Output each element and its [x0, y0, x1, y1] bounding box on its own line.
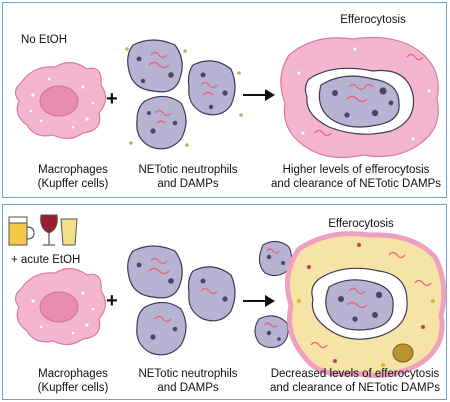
arrow-right-icon: [243, 295, 275, 307]
netotic-neutrophils: [127, 245, 236, 356]
result-label-2: and clearance of NETotic DAMPs: [269, 382, 441, 394]
efferocytosis-cell: [280, 36, 439, 159]
macrophage-cell: [14, 267, 107, 346]
macrophage-label-1: Macrophages: [38, 368, 108, 380]
macrophage-label-2: (Kupffer cells): [37, 178, 109, 190]
condition-label: No EtOH: [21, 34, 68, 46]
neutrophil-label-1: NETotic neutrophils: [138, 368, 238, 380]
result-title: Efferocytosis: [340, 14, 406, 26]
unengulfed-neutrophils: [254, 240, 293, 349]
macrophage-label-2: (Kupffer cells): [37, 382, 109, 394]
neutrophil-label-2: and DAMPs: [157, 382, 219, 394]
condition-label: + acute EtOH: [11, 254, 81, 266]
result-title: Efferocytosis: [328, 218, 394, 230]
netotic-neutrophils: [125, 39, 243, 150]
result-label-2: and clearance of NETotic DAMPs: [271, 178, 442, 190]
panel-no-etoh: No EtOH Macrophages (Kupffer cells) +: [2, 2, 447, 198]
alcohol-drinks-icon: [8, 214, 78, 246]
efferocytosis-cell: [284, 231, 447, 378]
result-label-1: Higher levels of efferocytosis: [282, 164, 430, 176]
neutrophil-label-1: NETotic neutrophils: [138, 164, 238, 176]
macrophage-label-1: Macrophages: [38, 164, 108, 176]
neutrophil-label-2: and DAMPs: [157, 178, 219, 190]
arrow-right-icon: [243, 89, 275, 101]
panel-acute-etoh: + acute EtOH Macrophages (Kupffer cells)…: [2, 204, 447, 400]
plus-sign: +: [106, 290, 118, 312]
macrophage-cell: [14, 61, 107, 140]
result-label-1: Decreased levels of efferocytosis: [270, 368, 440, 380]
plus-sign: +: [106, 88, 118, 110]
